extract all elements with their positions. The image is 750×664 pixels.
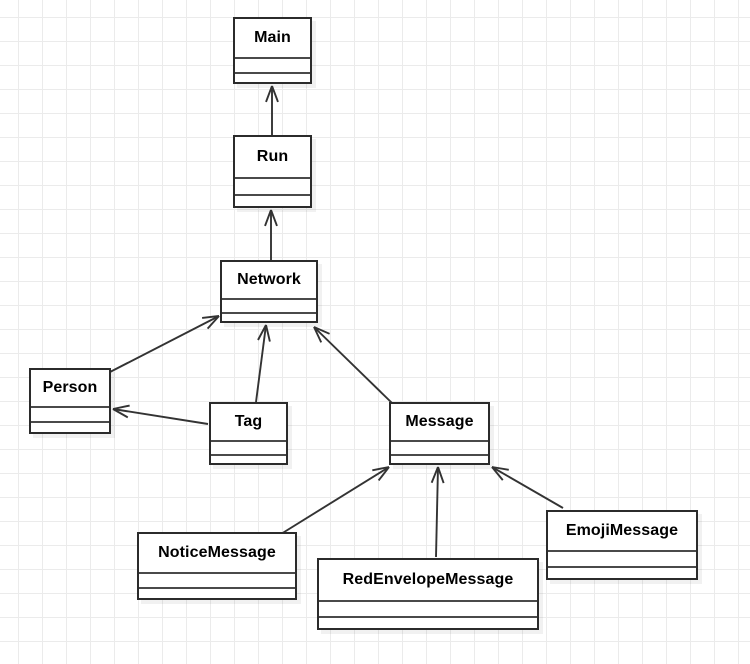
uml-attributes-compartment (139, 572, 295, 587)
uml-operations-compartment (235, 194, 310, 206)
uml-class-name: Tag (234, 413, 263, 430)
uml-class-name: NoticeMessage (158, 544, 276, 561)
uml-attributes-compartment (235, 57, 310, 72)
uml-edge-redenvelopemessage-to-message (430, 466, 445, 558)
uml-attributes-compartment (211, 440, 286, 454)
uml-edge-person-to-network (109, 315, 220, 373)
uml-attributes-compartment (235, 177, 310, 194)
uml-class-main[interactable]: Main (233, 17, 312, 84)
uml-class-noticemessage[interactable]: NoticeMessage (137, 532, 297, 600)
uml-class-name: RedEnvelopeMessage (342, 571, 514, 588)
uml-edge-run-to-main (265, 85, 279, 135)
uml-edge-emojimessage-to-message (491, 466, 564, 509)
uml-attributes-compartment (319, 600, 537, 616)
uml-class-person[interactable]: Person (29, 368, 111, 434)
uml-edge-network-to-run (264, 209, 278, 260)
uml-operations-compartment (31, 421, 109, 432)
uml-class-name: Main (254, 29, 291, 46)
uml-class-emojimessage[interactable]: EmojiMessage (546, 510, 698, 580)
uml-edge-message-to-network (313, 326, 393, 404)
uml-class-network[interactable]: Network (220, 260, 318, 323)
uml-class-redenvelopemessage[interactable]: RedEnvelopeMessage (317, 558, 539, 630)
uml-operations-compartment (139, 587, 295, 598)
uml-operations-compartment (391, 454, 488, 463)
uml-operations-compartment (319, 616, 537, 628)
uml-class-name: Message (405, 413, 474, 430)
uml-operations-compartment (222, 312, 316, 321)
uml-class-name: Network (237, 271, 301, 288)
uml-class-name: Person (42, 379, 98, 396)
uml-operations-compartment (211, 454, 286, 463)
uml-class-name: EmojiMessage (565, 522, 679, 539)
uml-attributes-compartment (31, 406, 109, 421)
uml-attributes-compartment (222, 298, 316, 312)
uml-edge-tag-to-person (112, 404, 209, 425)
uml-attributes-compartment (548, 550, 696, 566)
uml-attributes-compartment (391, 440, 488, 454)
uml-class-run[interactable]: Run (233, 135, 312, 208)
uml-operations-compartment (235, 72, 310, 82)
uml-class-message[interactable]: Message (389, 402, 490, 465)
uml-class-name: Run (256, 148, 289, 165)
uml-operations-compartment (548, 566, 696, 578)
uml-edge-tag-to-network (255, 324, 271, 403)
uml-class-tag[interactable]: Tag (209, 402, 288, 465)
uml-edge-noticemessage-to-message (280, 466, 390, 535)
